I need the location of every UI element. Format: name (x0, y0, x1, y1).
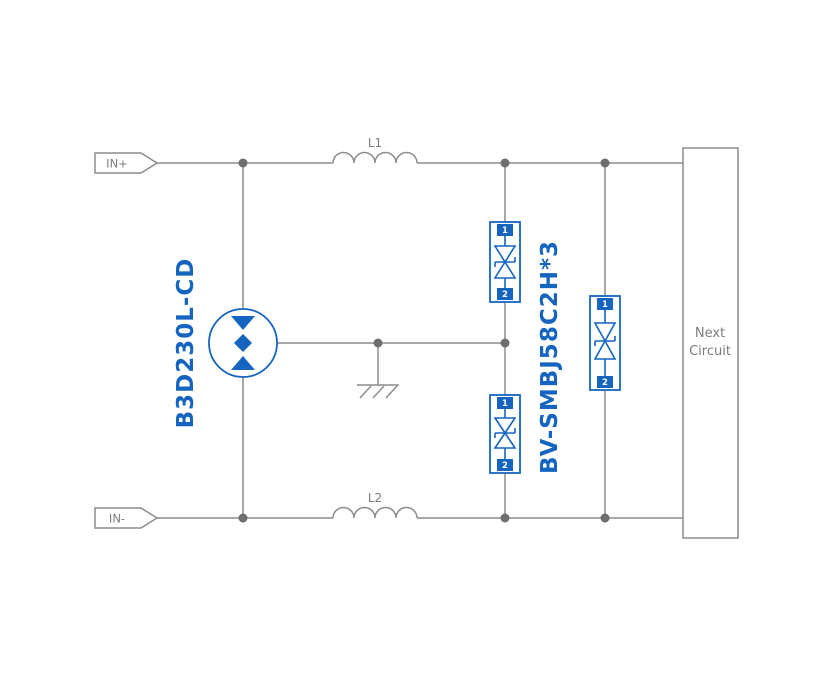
gdt-center-electrode-icon (234, 334, 252, 352)
ground-hatch (359, 385, 398, 399)
wires (157, 162, 683, 519)
tvs2-pin1-pad (497, 397, 513, 409)
tvs1-pin1-label: 1 (502, 226, 508, 236)
junction-dot (373, 338, 383, 348)
inductor-l2-icon (332, 506, 418, 519)
ground-icon (357, 384, 399, 399)
gdt-bottom-electrode-icon (231, 356, 255, 370)
next-circuit-label-line2: Circuit (689, 344, 731, 359)
junction-dot (500, 513, 510, 523)
junction-dot (238, 158, 248, 168)
terminal-in-minus-shape (94, 507, 159, 529)
junction-dots (238, 158, 610, 523)
next-circuit-label-line1: Next (695, 326, 725, 341)
terminal-in-minus: IN- (94, 507, 159, 529)
tvs3-pin2-label: 2 (602, 378, 608, 388)
junction-dot (238, 513, 248, 523)
junction-dot (500, 158, 510, 168)
inductor-l1-label: L1 (368, 136, 382, 150)
inductor-l1: L1 (332, 136, 418, 164)
terminal-in-plus-shape (94, 152, 159, 174)
tvs3-symbol-icon (593, 310, 617, 376)
inductor-l2: L2 (332, 491, 418, 519)
inductor-l1-icon (332, 151, 418, 164)
tvs2-pin1-label: 1 (502, 399, 508, 409)
tvs-diode-1: 1 2 (489, 221, 521, 303)
tvs3-pin1-label: 1 (602, 300, 608, 310)
tvs2-pin2-label: 2 (502, 461, 508, 471)
tvs1-symbol-icon (493, 236, 517, 288)
next-circuit-block: Next Circuit (682, 147, 739, 539)
inductor-l2-label: L2 (368, 491, 382, 505)
gdt-component: B3D230L-CD (173, 258, 278, 429)
tvs1-pin2-pad (497, 288, 513, 300)
tvs1-pin2-label: 2 (502, 290, 508, 300)
terminal-in-minus-label: IN- (109, 512, 125, 526)
next-circuit-body (682, 147, 739, 539)
tvs-diode-2: 1 2 (489, 394, 521, 474)
junction-dot (600, 158, 610, 168)
junction-dot (500, 338, 510, 348)
tvs1-pin1-pad (497, 224, 513, 236)
gdt-top-electrode-icon (231, 316, 255, 330)
tvs2-symbol-icon (493, 409, 517, 459)
tvs-group-label: BV-SMBJ58C2H*3 (537, 240, 563, 474)
terminal-in-plus: IN+ (94, 152, 159, 174)
tvs2-pin2-pad (497, 459, 513, 471)
junction-dot (600, 513, 610, 523)
gdt-label: B3D230L-CD (173, 258, 199, 429)
tvs3-pin2-pad (597, 376, 613, 388)
tvs3-pin1-pad (597, 298, 613, 310)
terminal-in-plus-label: IN+ (106, 157, 128, 171)
tvs-diode-3: 1 2 (589, 295, 621, 391)
